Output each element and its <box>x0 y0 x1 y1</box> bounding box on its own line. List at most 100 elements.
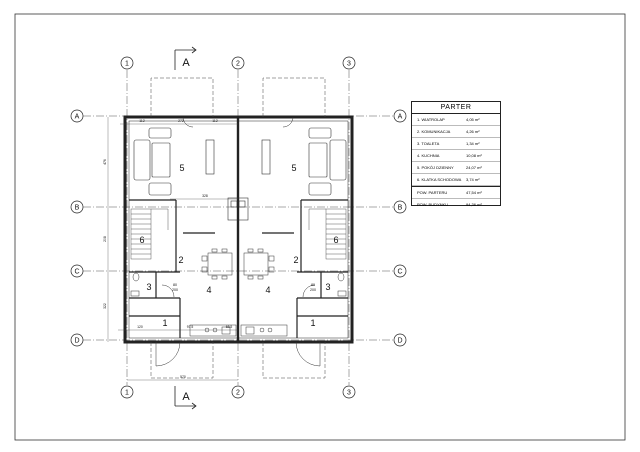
stairs-left <box>130 208 169 260</box>
legend-summary: POW. PARTERU 47,54 m² POW. BUDYNKU 94,36… <box>412 186 500 210</box>
svg-text:A: A <box>398 114 403 121</box>
chimney <box>227 197 249 221</box>
svg-text:C: C <box>397 269 402 276</box>
legend-title: PARTER <box>412 102 500 114</box>
room-number-1-right: 1 <box>310 318 315 328</box>
legend-summary-value: 94,36 m² <box>466 202 482 207</box>
room-number-4-left: 4 <box>206 285 211 295</box>
legend-row-value: 4,26 m² <box>466 129 480 134</box>
legend-row-label: 4. KUCHNIA <box>417 153 440 158</box>
axis-bubble-3-bottom: 3 <box>342 385 356 399</box>
legend-row-label: 6. KLATKA SCHODOWA <box>417 177 462 182</box>
room-number-3-left: 3 <box>146 282 151 292</box>
exterior-walls <box>123 115 354 344</box>
legend-row-label: 3. TOALETA <box>417 141 440 146</box>
room-number-2-right: 2 <box>293 255 298 265</box>
partitions-left <box>129 199 181 338</box>
legend-rows: 1. WIATROLAP 4,05 m² 2. KOMUNIKACJA 4,26… <box>412 114 500 186</box>
door-swings <box>155 116 321 367</box>
axis-bubble-D-left: D <box>70 333 84 347</box>
axis-bubble-1-top: 1 <box>120 56 134 70</box>
axis-bubble-C-left: C <box>70 264 84 278</box>
svg-text:A: A <box>75 114 80 121</box>
axis-bubble-2-top: 2 <box>231 56 245 70</box>
sheet-frame <box>14 13 626 441</box>
legend-summary-label: POW. PARTERU <box>417 190 448 195</box>
svg-text:3: 3 <box>347 61 351 68</box>
legend-row-label: 5. POKÓJ DZIENNY <box>417 165 454 170</box>
section-label-bottom: A <box>182 391 190 403</box>
axis-bubble-B-left: B <box>70 200 84 214</box>
dim-side-c: 322 <box>103 303 107 309</box>
svg-text:B: B <box>398 205 403 212</box>
dim-bottom-2: 97.5 <box>187 325 194 329</box>
axis-bubble-3-top: 3 <box>342 56 356 70</box>
dining-table-left <box>201 248 233 280</box>
legend-summary-value: 47,54 m² <box>466 190 482 195</box>
legend-row-label: 2. KOMUNIKACJA <box>417 129 451 134</box>
sofa-set-right <box>261 127 347 196</box>
axis-bubble-A-right: A <box>393 109 407 123</box>
toilet-right <box>337 272 347 297</box>
dim-bottom-3: 68.5 <box>226 325 233 329</box>
legend-row-value: 3,74 m² <box>466 177 480 182</box>
dim-bottom-1: 120 <box>137 325 143 329</box>
section-marker-bottom <box>174 386 197 410</box>
legend-row: 5. POKÓJ DZIENNY 24,07 m² <box>412 162 500 174</box>
axis-bubble-2-bottom: 2 <box>231 385 245 399</box>
dim-overall: 570 <box>180 375 186 379</box>
dining-table-right <box>243 248 275 280</box>
svg-text:2: 2 <box>236 390 240 397</box>
axis-bubble-A-left: A <box>70 109 84 123</box>
legend-row-value: 4,05 m² <box>466 117 480 122</box>
room-number-5-left: 5 <box>179 163 184 173</box>
legend-row-label: 1. WIATROLAP <box>417 117 445 122</box>
room-number-5-right: 5 <box>291 163 296 173</box>
legend-row: 6. KLATKA SCHODOWA 3,74 m² <box>412 174 500 186</box>
axis-bubble-D-right: D <box>393 333 407 347</box>
room-number-3-right: 3 <box>325 282 330 292</box>
dim-side-a: 476 <box>103 159 107 165</box>
section-label-top: A <box>182 57 190 69</box>
partitions-right <box>296 199 348 338</box>
kitchen-counter-right <box>240 324 288 337</box>
legend-row-value: 10,08 m² <box>466 153 482 158</box>
axis-bubble-1-bottom: 1 <box>120 385 134 399</box>
dim-top-left-2: 112 <box>212 119 218 123</box>
room-number-4-right: 4 <box>265 285 270 295</box>
legend-row-value: 1,34 m² <box>466 141 480 146</box>
door-width-right: 80 <box>311 283 315 287</box>
dim-top-left-1: 112 <box>139 119 145 123</box>
door-width-left: 80 <box>173 283 177 287</box>
legend-row: 3. TOALETA 1,34 m² <box>412 138 500 150</box>
legend-row-value: 24,07 m² <box>466 165 482 170</box>
svg-text:1: 1 <box>125 390 129 397</box>
svg-text:3: 3 <box>347 390 351 397</box>
legend-summary-row: POW. PARTERU 47,54 m² <box>412 187 500 199</box>
door-height-left: 200 <box>172 288 178 292</box>
area-legend-table: PARTER 1. WIATROLAP 4,05 m² 2. KOMUNIKAC… <box>411 101 501 207</box>
svg-text:D: D <box>397 338 402 345</box>
svg-text:2: 2 <box>236 61 240 68</box>
room-number-1-left: 1 <box>162 318 167 328</box>
legend-summary-label: POW. BUDYNKU <box>417 202 449 207</box>
legend-summary-row: POW. BUDYNKU 94,36 m² <box>412 199 500 210</box>
svg-text:1: 1 <box>125 61 129 68</box>
legend-row: 1. WIATROLAP 4,05 m² <box>412 114 500 126</box>
toilet-left <box>130 272 140 297</box>
room-number-6-left: 6 <box>139 235 144 245</box>
svg-text:C: C <box>74 269 79 276</box>
room-number-2-left: 2 <box>178 255 183 265</box>
axis-bubble-C-right: C <box>393 264 407 278</box>
roof-projection <box>150 77 326 379</box>
dimension-lines <box>107 117 238 381</box>
svg-text:B: B <box>75 205 80 212</box>
door-height-right: 200 <box>310 288 316 292</box>
legend-row: 2. KOMUNIKACJA 4,26 m² <box>412 126 500 138</box>
stairs-right <box>308 208 347 260</box>
legend-row: 4. KUCHNIA 10,08 m² <box>412 150 500 162</box>
sofa-set-left <box>133 127 215 196</box>
dim-side-b: 208 <box>103 236 107 242</box>
svg-text:D: D <box>74 338 79 345</box>
axis-bubble-B-right: B <box>393 200 407 214</box>
